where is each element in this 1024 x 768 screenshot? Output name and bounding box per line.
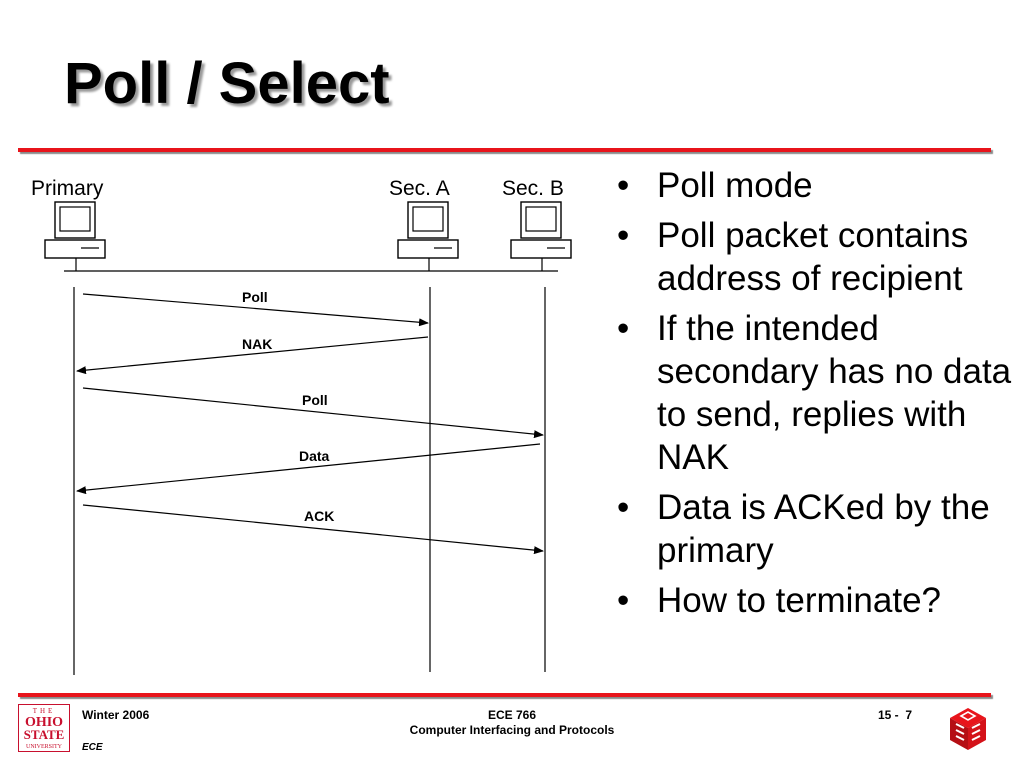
footer-course-name: Computer Interfacing and Protocols [409,723,615,737]
computer-icon-primary [44,201,106,259]
svg-text:THE: THE [33,707,56,715]
node-label-primary: Primary [31,177,104,200]
bullet-item: •Data is ACKed by the primary [617,488,990,570]
sequence-diagram: Primary Sec. A Sec. B Poll NAK Poll Data… [31,177,572,675]
bullet-item: •How to terminate? [617,581,942,620]
message-arrow-ack [82,504,544,555]
page-number: 7 [905,708,913,722]
bullet-item: •Poll packet contains address of recipie… [617,216,969,298]
footer-divider [18,693,991,697]
bullet-dot-icon: • [617,309,630,348]
bullet-item: •If the intended secondary has no data t… [617,309,1012,477]
node-label-sec-b: Sec. B [502,177,564,200]
footer-term: Winter 2006 [82,708,150,722]
ohio-state-logo-icon: THE OHIO STATE UNIVERSITY [18,704,70,752]
message-label-poll-a: Poll [242,289,268,305]
bullet-dot-icon: • [617,166,630,205]
message-arrow-data [76,443,541,495]
bullet-list: •Poll mode •Poll packet contains address… [615,164,1015,629]
bullet-item: •Poll mode [617,166,813,205]
slide-title: Poll / Select [64,51,390,116]
message-arrow-poll-a [82,293,429,327]
footer-course: ECE 766 Computer Interfacing and Protoco… [0,708,1024,738]
svg-text:STATE: STATE [24,727,65,742]
message-label-poll-b: Poll [302,392,328,408]
bullet-dot-icon: • [617,488,630,527]
title-divider [18,148,991,152]
svg-text:UNIVERSITY: UNIVERSITY [26,744,63,750]
message-label-data: Data [299,448,330,464]
computer-icon-sec-b [510,201,572,259]
svg-text:OHIO: OHIO [25,715,63,730]
bullet-dot-icon: • [617,216,630,255]
footer-page-number: 15 - 7 [878,708,912,722]
footer-dept: ECE [82,742,103,753]
ece-cube-logo-icon [950,708,986,750]
message-label-nak: NAK [242,336,272,352]
bullet-dot-icon: • [617,581,630,620]
message-arrow-poll-b [82,387,544,439]
message-arrow-nak [76,336,429,375]
node-label-sec-a: Sec. A [389,177,450,200]
computer-icon-sec-a [397,201,459,259]
footer-course-code: ECE 766 [487,708,537,722]
page-prefix: 15 - [878,708,899,722]
footer: THE OHIO STATE UNIVERSITY Winter 2006 EC… [0,700,1024,768]
message-label-ack: ACK [304,508,334,524]
